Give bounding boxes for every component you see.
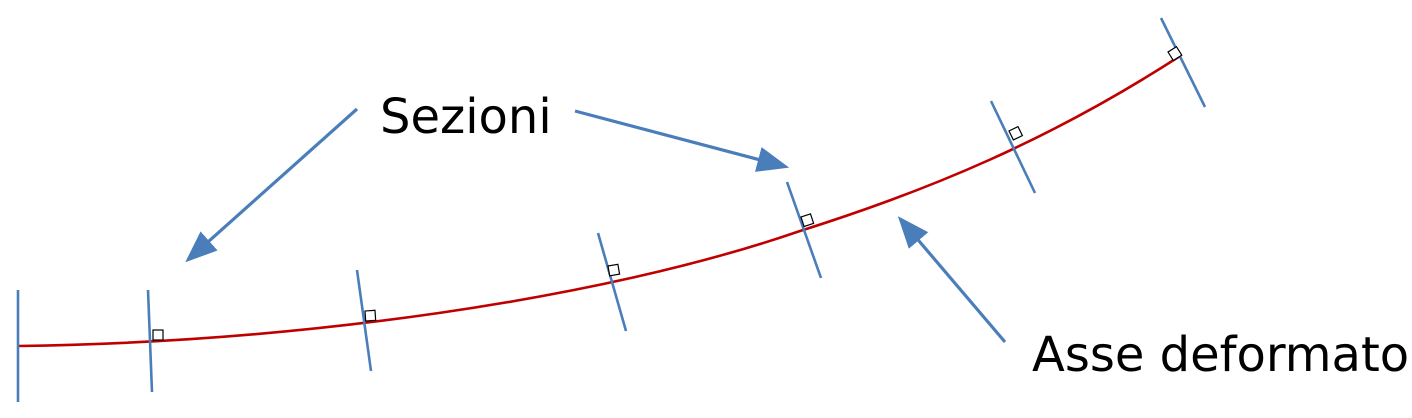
section-line-6 xyxy=(989,100,1037,194)
section-line-4 xyxy=(596,232,628,332)
arrow-sezioni-left xyxy=(185,107,359,263)
deformed-axis-curve xyxy=(17,54,1181,348)
arrows-group xyxy=(185,107,1007,344)
right-angle-marker-3 xyxy=(364,309,377,322)
right-angle-marker-7 xyxy=(1167,45,1183,62)
label-asse-deformato: Asse deformato xyxy=(1032,327,1409,383)
section-line-3 xyxy=(355,269,373,372)
sections-group xyxy=(16,17,1207,402)
section-line-5 xyxy=(785,181,823,279)
section-line-7 xyxy=(1159,17,1207,108)
right-angle-marker-6 xyxy=(1008,125,1024,141)
label-sezioni: Sezioni xyxy=(380,89,552,145)
right-angle-marker-5 xyxy=(800,213,815,228)
arrow-sezioni-right xyxy=(574,109,790,172)
right-angle-marker-2 xyxy=(152,329,164,341)
section-line-2 xyxy=(146,289,154,393)
arrow-asse-deformato xyxy=(897,216,1007,344)
right-angle-marker-4 xyxy=(607,263,621,277)
